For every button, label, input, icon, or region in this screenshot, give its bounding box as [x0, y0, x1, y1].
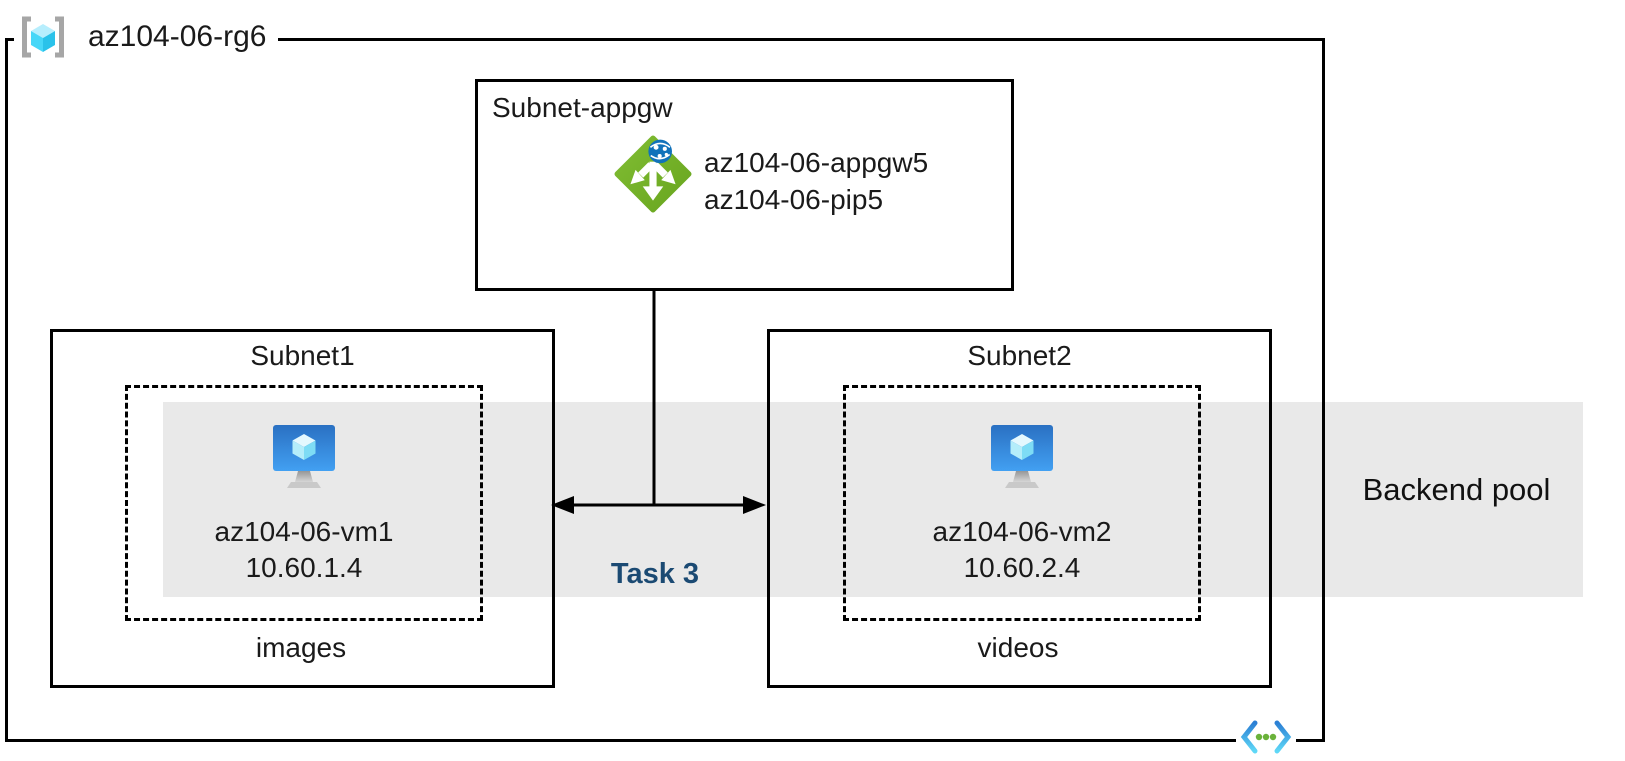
- subnet1-label: Subnet1: [250, 340, 355, 371]
- vm1-ip: 10.60.1.4: [245, 552, 363, 583]
- appgw-public-ip-name: az104-06-pip5: [704, 184, 884, 215]
- task-label: Task 3: [610, 558, 700, 590]
- vm1-name: az104-06-vm1: [214, 516, 394, 547]
- subnet1-vm-group: az104-06-vm1 10.60.1.4: [125, 385, 483, 621]
- subnet2-vm-group: az104-06-vm2 10.60.2.4: [843, 385, 1201, 621]
- backend-pool-band: [163, 402, 1583, 597]
- subnet-appgw-label: Subnet-appgw: [492, 92, 673, 123]
- subnet-appgw-box: Subnet-appgw az104-06-appgw5 az1: [475, 79, 1014, 291]
- subnet1-caption: images: [255, 632, 347, 663]
- vm2-name: az104-06-vm2: [932, 516, 1112, 547]
- resource-group-header: az104-06-rg6: [14, 8, 279, 66]
- backend-pool-label: Backend pool: [1362, 471, 1551, 507]
- virtual-network-icon: [1240, 720, 1292, 754]
- resource-group-icon: [22, 16, 64, 58]
- vm-icon: [991, 425, 1053, 488]
- resource-group-boundary: [5, 38, 1325, 742]
- virtual-network-icon-wrap: [1236, 716, 1296, 758]
- vm-icon: [273, 425, 335, 488]
- subnet2-box: Subnet2 az104-06-vm2 10.60.: [767, 329, 1272, 688]
- application-gateway-icon: [614, 135, 692, 213]
- vm2-ip: 10.60.2.4: [963, 552, 1081, 583]
- subnet2-caption: videos: [977, 632, 1059, 663]
- resource-group-name: az104-06-rg6: [88, 20, 267, 53]
- appgw-name: az104-06-appgw5: [704, 147, 929, 178]
- subnet2-label: Subnet2: [967, 340, 1072, 371]
- subnet1-box: Subnet1 az104-06-vm1 10.60.: [50, 329, 555, 688]
